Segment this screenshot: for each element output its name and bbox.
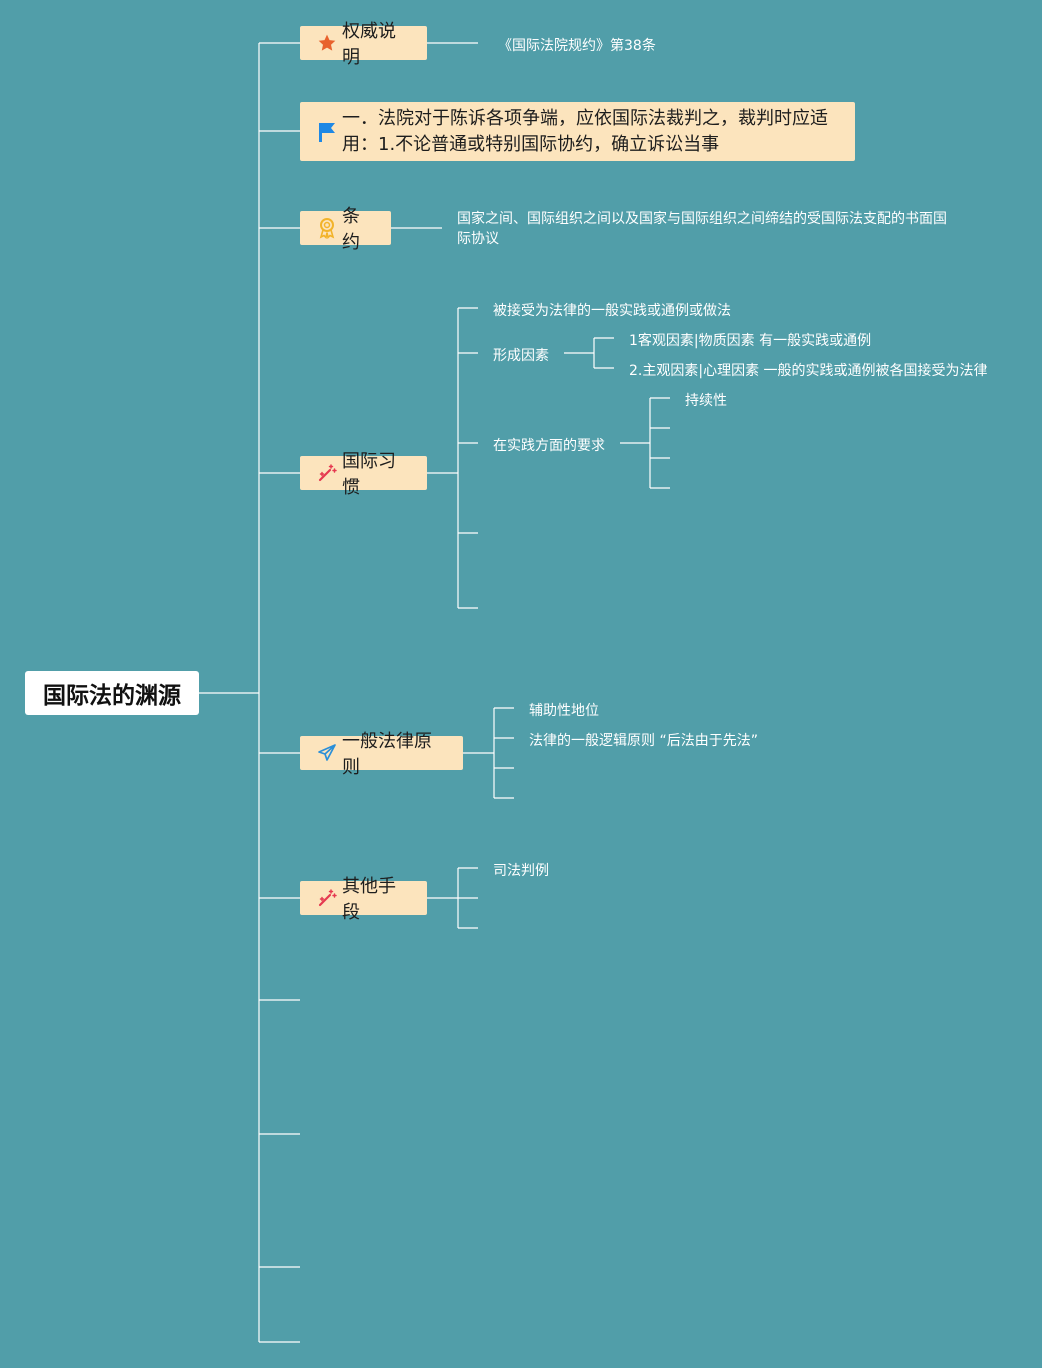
principles-logic: 法律的一般逻辑原则 “后法由于先法” [529, 733, 758, 749]
node-other[interactable]: 其他手段 [300, 876, 427, 923]
custom-practice[interactable]: 在实践方面的要求 [493, 438, 605, 454]
node-other-label: 其他手段 [342, 876, 396, 923]
node-principles-label: 一般法律原则 [342, 731, 432, 778]
factor-subjective: 2.主观因素|心理因素 一般的实践或通例被各国接受为法律 [629, 363, 988, 379]
other-judicial: 司法判例 [493, 863, 549, 879]
node-article-line1: 一．法院对于陈诉各项争端，应依国际法裁判之，裁判时应适 [342, 107, 828, 129]
node-treaty-label: 条约 [342, 206, 360, 253]
node-authority-label: 权威说明 [342, 21, 396, 68]
magic-wand-icon [316, 887, 338, 909]
node-custom-label: 国际习惯 [342, 451, 396, 498]
node-custom[interactable]: 国际习惯 [300, 451, 427, 498]
custom-definition: 被接受为法律的一般实践或通例或做法 [493, 303, 731, 319]
magic-wand-icon [316, 462, 338, 484]
root-node[interactable]: 国际法的渊源 [25, 671, 199, 715]
node-principles[interactable]: 一般法律原则 [300, 731, 463, 778]
flag-icon [316, 121, 338, 143]
principles-subsidiary: 辅助性地位 [529, 703, 599, 719]
star-icon [316, 32, 338, 54]
node-article-text: 一．法院对于陈诉各项争端，应依国际法裁判之，裁判时应适 用：1.不论普通或特别国… [342, 106, 828, 158]
node-treaty[interactable]: 条约 [300, 206, 391, 253]
authority-note: 《国际法院规约》第38条 [498, 38, 656, 54]
practice-continuity: 持续性 [685, 393, 727, 409]
node-article-line2: 用：1.不论普通或特别国际协约，确立诉讼当事 [342, 133, 720, 155]
node-authority[interactable]: 权威说明 [300, 21, 427, 68]
node-article[interactable]: 一．法院对于陈诉各项争端，应依国际法裁判之，裁判时应适 用：1.不论普通或特别国… [300, 102, 855, 161]
factor-objective: 1客观因素|物质因素 有一般实践或通例 [629, 333, 872, 349]
send-icon [316, 742, 338, 764]
treaty-note: 国家之间、国际组织之间以及国家与国际组织之间缔结的受国际法支配的书面国际协议 [457, 211, 947, 247]
custom-factors[interactable]: 形成因素 [493, 348, 549, 364]
award-icon [316, 217, 338, 239]
